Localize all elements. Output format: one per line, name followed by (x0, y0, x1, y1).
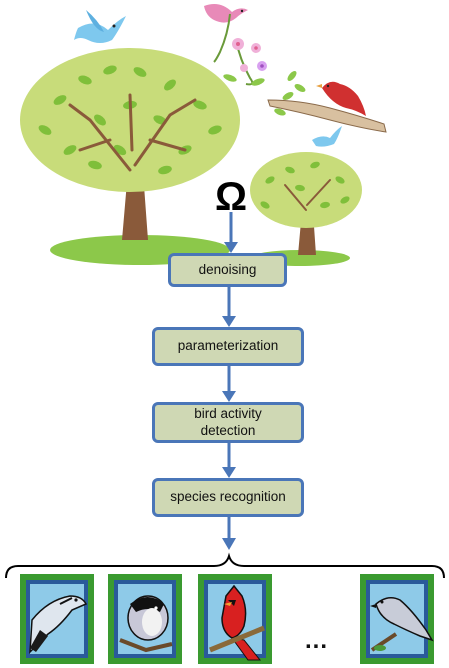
input-omega-symbol: Ω (215, 175, 247, 219)
stage-parameterization-label: parameterization (177, 338, 279, 354)
stage-bird-activity-detection-label: bird activity detection (194, 405, 262, 438)
red-bird-on-branch-icon (267, 71, 387, 133)
pink-bird-icon (204, 4, 248, 63)
pipeline-arrows (222, 212, 238, 550)
stage-bird-activity-detection-box: bird activity detection (152, 402, 304, 443)
stage-species-recognition-label: species recognition (170, 489, 286, 505)
ellipsis-more-species: ... (305, 627, 329, 654)
stage-denoising-label: denoising (198, 261, 257, 277)
stage-species-recognition-box: species recognition (152, 478, 304, 517)
curly-brace (5, 552, 445, 579)
species-mockingbird-frame (360, 574, 434, 664)
small-tree-icon (250, 152, 362, 255)
species-chickadee-frame (108, 574, 182, 664)
small-blue-bird-icon (312, 126, 342, 147)
species-bluejay-frame (20, 574, 94, 664)
stage-parameterization-box: parameterization (152, 327, 304, 366)
blue-bird-icon (74, 10, 126, 43)
large-tree-icon (20, 48, 240, 240)
flowers-icon (223, 38, 267, 86)
species-cardinal-frame (198, 574, 272, 664)
stage-denoising-box: denoising (168, 253, 287, 287)
